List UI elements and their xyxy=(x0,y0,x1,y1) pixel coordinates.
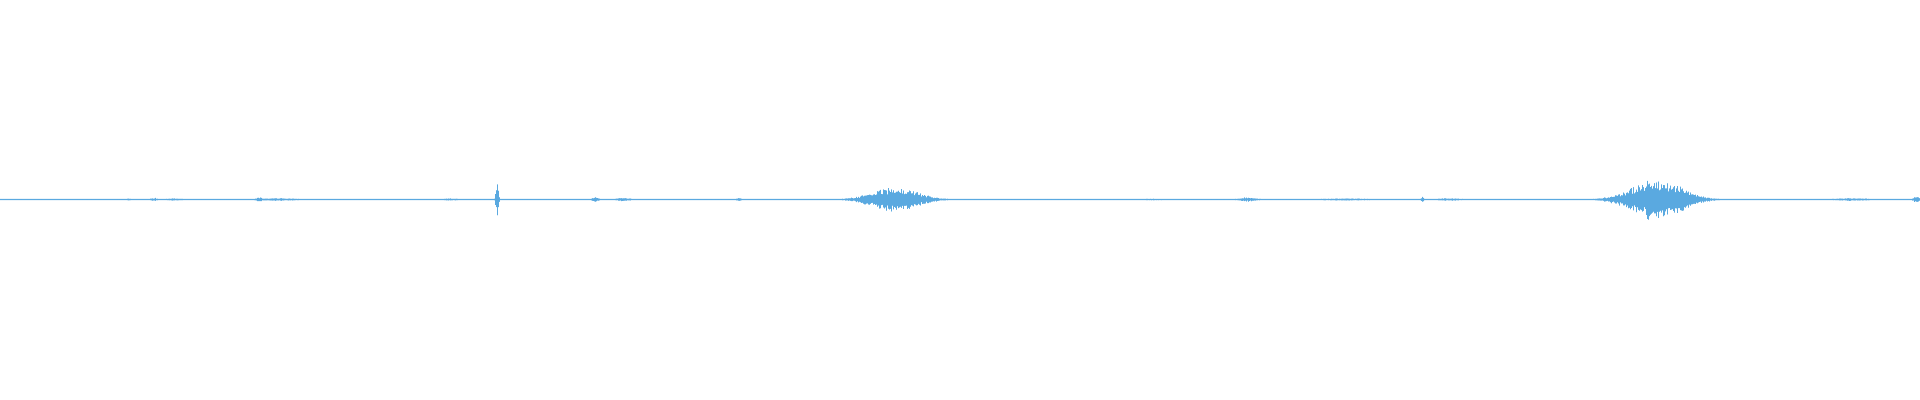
waveform-trace xyxy=(0,180,1920,220)
